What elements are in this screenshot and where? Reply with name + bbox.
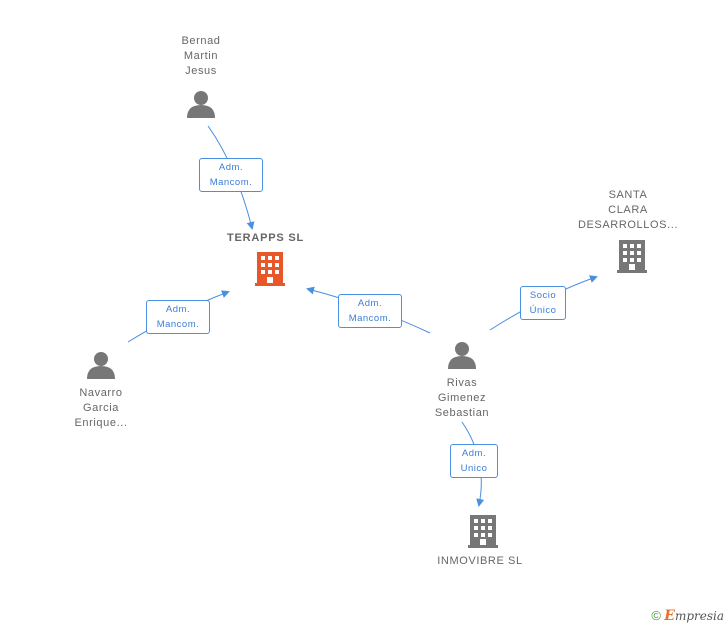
- person-icon[interactable]: [187, 91, 215, 118]
- node-label-line: Enrique...: [74, 417, 128, 429]
- edge-label-line: Adm.: [165, 304, 191, 315]
- node-label-terapps[interactable]: TERAPPS SL: [227, 232, 305, 244]
- edge-label-line: Socio: [529, 290, 557, 301]
- node-label-bernad[interactable]: Bernad Martin Jesus: [166, 34, 236, 79]
- edge-label-line: Mancom.: [348, 313, 392, 324]
- node-label-inmovibre[interactable]: INMOVIBRE SL: [437, 555, 523, 567]
- node-label-line: Sebastian: [434, 407, 490, 419]
- node-label-rivas[interactable]: Rivas Gimenez Sebastian: [417, 376, 507, 421]
- edge-label-line: Unico: [460, 463, 488, 474]
- brand-name: mpresia: [674, 609, 724, 623]
- node-label-line: Navarro: [79, 387, 123, 399]
- node-label-santa-clara[interactable]: SANTA CLARA DESARROLLOS...: [572, 188, 684, 233]
- edge-label-rivas-santa-clara[interactable]: Socio Único: [520, 286, 566, 320]
- edge-label-rivas-terapps[interactable]: Adm. Mancom.: [338, 294, 402, 328]
- building-icon[interactable]: [617, 240, 647, 273]
- node-label-line: CLARA: [608, 204, 648, 216]
- building-icon[interactable]: [468, 515, 498, 548]
- node-label-line: Jesus: [185, 65, 217, 77]
- edge-label-line: Único: [529, 305, 557, 316]
- edge-label-line: Adm.: [218, 162, 244, 173]
- node-label-line: Rivas: [446, 377, 478, 389]
- node-label-line: Gimenez: [437, 392, 487, 404]
- node-label-line: Bernad: [181, 35, 221, 47]
- brand-initial: E: [664, 608, 675, 624]
- node-label-navarro[interactable]: Navarro Garcia Enrique...: [61, 386, 141, 431]
- node-label-line: SANTA: [608, 189, 648, 201]
- edge-label-line: Adm.: [461, 448, 487, 459]
- copyright-icon: ©: [651, 608, 661, 623]
- edge-label-rivas-inmovibre[interactable]: Adm. Unico: [450, 444, 498, 478]
- edge-label-line: Mancom.: [156, 319, 200, 330]
- brand-footer: © Empresia: [651, 608, 724, 624]
- node-label-line: Garcia: [83, 402, 119, 414]
- edge-label-line: Adm.: [357, 298, 383, 309]
- node-label-line: Martin: [183, 50, 219, 62]
- node-label-line: DESARROLLOS...: [577, 219, 679, 231]
- edge-label-bernad-terapps[interactable]: Adm. Mancom.: [199, 158, 263, 192]
- person-icon[interactable]: [448, 342, 476, 369]
- building-icon[interactable]: [255, 252, 285, 286]
- person-icon[interactable]: [87, 352, 115, 379]
- edge-label-navarro-terapps[interactable]: Adm. Mancom.: [146, 300, 210, 334]
- edge-label-line: Mancom.: [209, 177, 253, 188]
